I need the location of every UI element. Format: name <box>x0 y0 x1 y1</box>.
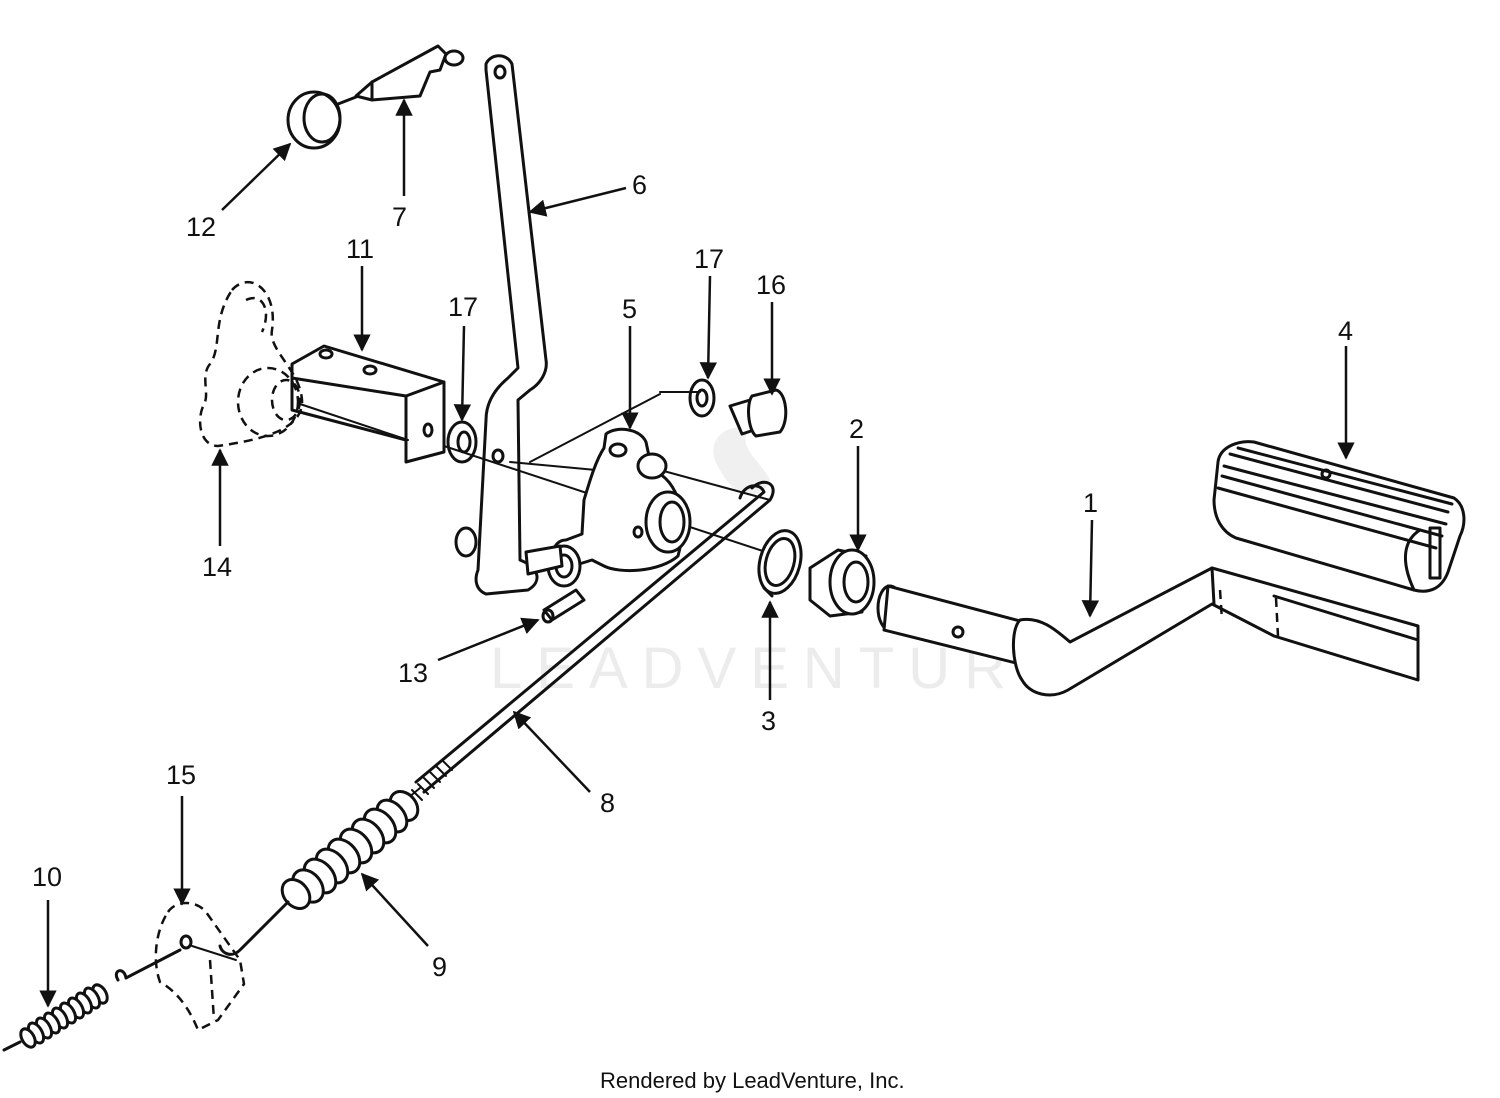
label-part-14: 14 <box>202 552 232 582</box>
label-part-12: 12 <box>186 212 216 242</box>
label-part-5: 5 <box>622 294 637 324</box>
label-part-17-left: 17 <box>448 292 478 322</box>
label-part-4: 4 <box>1338 316 1353 346</box>
label-part-6: 6 <box>632 170 647 200</box>
label-part-17-right: 17 <box>694 244 724 274</box>
part-8-control-rod <box>407 480 775 801</box>
label-part-15: 15 <box>166 760 196 790</box>
leader-arrows <box>39 98 1355 1008</box>
spring-coils-10 <box>19 983 109 1049</box>
part-10-extension-spring <box>2 948 182 1052</box>
part-3-retaining-ring <box>757 529 803 598</box>
label-part-2: 2 <box>849 414 864 444</box>
label-part-10: 10 <box>32 862 62 892</box>
part-6-lever-arm <box>454 54 548 596</box>
label-part-3: 3 <box>761 706 776 736</box>
label-part-8: 8 <box>600 788 615 818</box>
part-5-pivot-hub <box>524 427 692 588</box>
label-part-11: 11 <box>346 234 374 264</box>
part-17-washer-right <box>688 378 716 418</box>
part-16-bolt <box>728 388 788 438</box>
part-4-pedal-pad <box>1212 440 1466 593</box>
assembly-centerlines <box>299 391 779 557</box>
label-part-16: 16 <box>756 270 786 300</box>
part-9-spring <box>218 790 420 956</box>
label-part-1: 1 <box>1083 488 1098 518</box>
label-part-9: 9 <box>432 952 447 982</box>
part-11-bracket <box>290 344 446 464</box>
part-14-mounting-plate <box>198 280 304 448</box>
part-17-washer-left <box>446 420 478 464</box>
label-part-7: 7 <box>392 202 407 232</box>
label-part-13: 13 <box>398 658 428 688</box>
part-12-knob <box>286 90 358 150</box>
part-labels: 1 2 3 4 5 6 7 8 9 10 11 12 13 14 15 16 1… <box>32 170 1353 982</box>
part-7-lever-rod <box>354 44 465 102</box>
part-2-bushing <box>808 548 876 618</box>
footer-credit: Rendered by LeadVenture, Inc. <box>600 1068 905 1093</box>
part-1-pedal-shaft <box>876 566 1420 697</box>
part-13-roll-pin <box>541 588 586 624</box>
rod-threads <box>411 759 453 801</box>
part-15-spring-bracket <box>154 901 246 1032</box>
